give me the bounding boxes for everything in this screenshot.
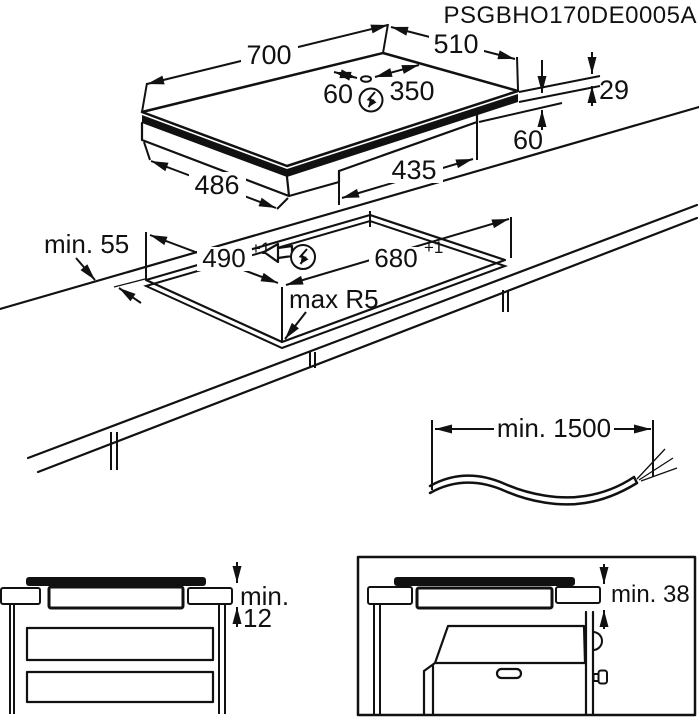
conn-to-back-arrow (333, 69, 358, 81)
glass-thickness-dim: 29 (599, 75, 629, 105)
power-cable-view: min. 1500 (428, 413, 678, 506)
rear-clearance-label: min. 55 (44, 229, 129, 259)
cable-length-dim: min. 1500 (497, 413, 611, 443)
hob-inset-dim: 435 (391, 155, 436, 185)
view-border (356, 555, 697, 717)
drawer-front-lower (25, 670, 215, 704)
counter-left-block (0, 587, 41, 605)
power-connection-bolt (366, 91, 377, 108)
hob-width-dim-mask (241, 43, 298, 68)
rear-clearance-arrow-lower (118, 287, 142, 304)
corner-radius-arrow (284, 311, 307, 340)
conn-to-back-dim: 60 (323, 79, 353, 109)
counter-right-block (187, 587, 233, 605)
hob-depth-dim: 510 (433, 29, 478, 59)
conn-to-right-dim: 350 (389, 76, 434, 106)
body-height-extension (478, 102, 563, 123)
hob-glass-side (394, 577, 575, 586)
drawer-front-upper (25, 626, 215, 662)
hob-body-side (47, 585, 185, 610)
hob-body-depth-dim-mask (189, 172, 246, 198)
rear-clearance-arrow-upper (75, 257, 96, 281)
cutout-width-dim-mask (369, 247, 425, 271)
cable-dim-end-bars (431, 420, 654, 490)
hob-body-depth-extensions (143, 141, 289, 210)
cable-curve (428, 474, 639, 506)
drawing-code: PSGBHO170DE0005A (444, 2, 697, 29)
oven-top-face (433, 624, 587, 665)
worktop-front-bottom-edge (36, 216, 699, 474)
oven-clearance-label: min. 38 (611, 581, 690, 608)
hob-body-depth-dim: 486 (194, 170, 239, 200)
oven-side-frame (584, 610, 595, 716)
cabinet-side-panels (9, 604, 226, 714)
oven-door-handle (495, 667, 523, 680)
oven-clearance-view: min. 38 (356, 555, 697, 717)
worktop-back-edge (0, 105, 699, 311)
oven-knob (592, 669, 608, 685)
cutout-depth-dim-mask (197, 247, 252, 271)
oven-front-left-edge (422, 661, 437, 716)
cable-length-dim-mask (494, 414, 614, 440)
cutout-width-dim: 680 (374, 243, 417, 273)
connection-point (360, 75, 372, 83)
hob-depth-extension (516, 56, 519, 91)
hob-glass-top (140, 51, 520, 168)
rear-clearance-extension (113, 278, 146, 288)
counter-right-block (555, 586, 601, 604)
oven-knob-cap (597, 669, 608, 685)
cable-wire-ends (636, 448, 678, 482)
cutout-depth-dim: 490 (202, 243, 245, 273)
power-connection-bolt (298, 248, 309, 265)
hob-body-side (415, 586, 554, 610)
hob-width-dim: 700 (246, 40, 291, 70)
corner-radius-label: max R5 (289, 284, 379, 314)
conn-to-right-arrow (374, 64, 420, 78)
oven-hinge-bump (592, 631, 603, 651)
hob-glass-side (26, 577, 206, 586)
hob-depth-dim-mask (429, 32, 484, 57)
worktop-leg-right (502, 290, 509, 312)
drawer-clearance-label: min. (240, 581, 289, 611)
body-height-dim: 60 (513, 125, 543, 155)
cabinet-side-panel (373, 604, 381, 714)
hob-inset-dim-mask (386, 157, 443, 183)
worktop-leg-middle (309, 352, 316, 368)
drawer-clearance-view: min. 12 (0, 562, 289, 714)
worktop-front-edge (26, 203, 699, 460)
power-connection-icon (358, 87, 384, 113)
worktop-cutout-view: 490 +1 680 +1 max R5 min. 55 (0, 105, 699, 474)
power-connection-icon (290, 244, 316, 270)
glass-thickness-extensions (518, 75, 601, 103)
worktop-leg-left (110, 432, 118, 470)
hob-inset-extensions (338, 112, 478, 205)
drawer-clearance-value: 12 (243, 603, 272, 633)
cutout-extension-ticks (145, 211, 512, 342)
cutout-width-tolerance: +1 (424, 238, 443, 257)
hob-glass-edge-band (142, 94, 518, 177)
counter-left-block (367, 586, 413, 605)
hob-isometric-view: 700 510 486 435 29 60 60 350 (140, 23, 629, 210)
